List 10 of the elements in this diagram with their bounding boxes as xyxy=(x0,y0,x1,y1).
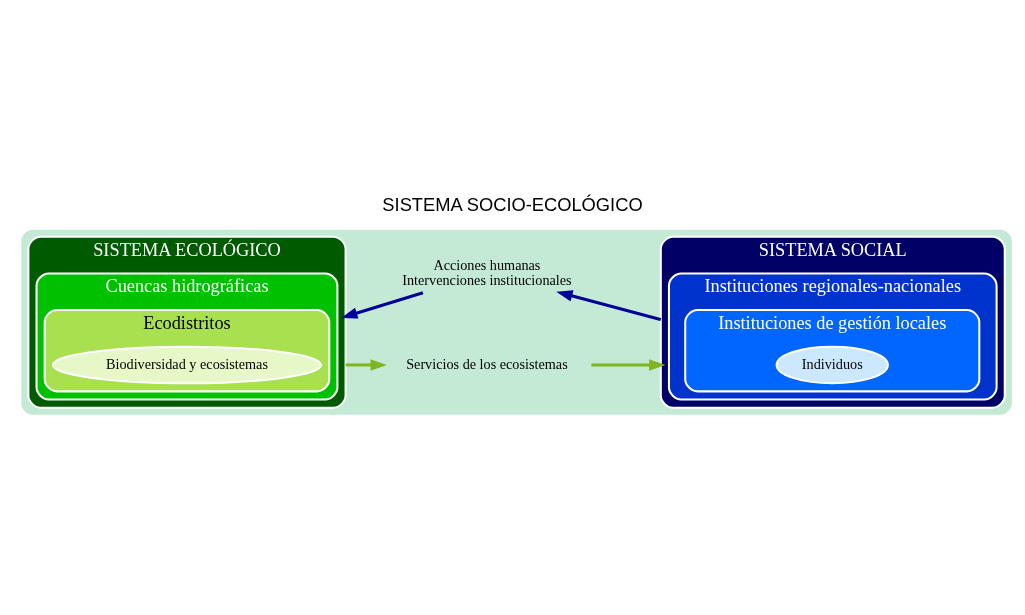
node-ellipse: Individuos xyxy=(775,345,889,384)
diagram-title: SISTEMA SOCIO-ECOLÓGICO xyxy=(382,193,643,215)
arrow xyxy=(591,358,666,371)
cluster xyxy=(19,227,1014,417)
arrow xyxy=(345,358,387,371)
node-text: Acciones humanas Intervenciones institucionales xyxy=(402,256,572,288)
arrow xyxy=(341,290,424,319)
arrow xyxy=(556,289,662,321)
node-ellipse: Biodiversidad y ecosistemas xyxy=(51,345,323,384)
node-text: Servicios de los ecosistemas xyxy=(406,355,568,372)
